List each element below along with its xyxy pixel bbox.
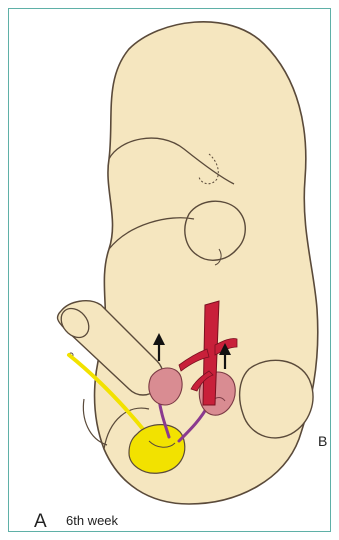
side-label: B (318, 434, 327, 448)
figure-caption: 6th week (66, 514, 118, 527)
panel-letter: A (34, 512, 47, 531)
kidney-left (149, 368, 182, 405)
lower-limb-bud (240, 360, 313, 438)
figure-frame (8, 8, 331, 532)
embryo-illustration (9, 9, 332, 533)
